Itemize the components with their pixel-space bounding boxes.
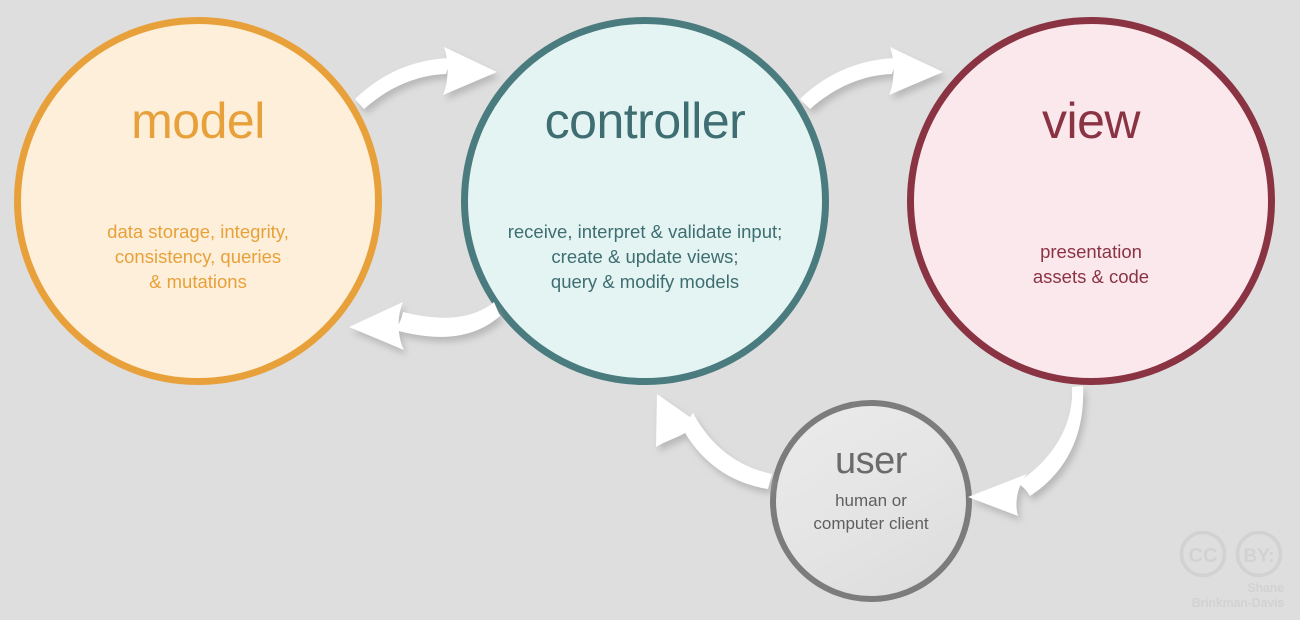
- svg-text:CC: CC: [1189, 545, 1218, 567]
- node-model-description: data storage, integrity, consistency, qu…: [107, 221, 289, 292]
- cc-badge-author-line-2: Brinkman-Davis: [1191, 595, 1285, 610]
- node-view-title: view: [1041, 93, 1141, 149]
- node-user-description: human or computer client: [813, 491, 929, 533]
- node-view-description: presentation assets & code: [1032, 241, 1150, 287]
- cc-badge-attribution: Shane Brinkman-Davis: [1191, 581, 1285, 610]
- cc-by-attribution-icon: BY:: [1235, 530, 1283, 578]
- svg-text:BY:: BY:: [1243, 546, 1274, 567]
- node-user-title: user: [835, 440, 907, 482]
- cc-badge-author-line-1: Shane: [1247, 581, 1284, 596]
- node-controller[interactable]: controller receive, interpret & validate…: [461, 17, 829, 385]
- arrow-controller-to-model: [349, 302, 500, 350]
- creative-commons-badge[interactable]: CC BY: Shane Brinkman-Davis: [1168, 529, 1284, 610]
- arrow-model-to-controller: [355, 47, 497, 109]
- arrow-controller-to-view: [800, 47, 943, 109]
- node-controller-title: controller: [544, 93, 746, 149]
- node-controller-description: receive, interpret & validate input; cre…: [507, 221, 783, 292]
- node-view[interactable]: view presentation assets & code: [907, 17, 1275, 385]
- arrow-view-to-user: [968, 386, 1084, 516]
- node-model-title: model: [131, 93, 265, 149]
- node-model[interactable]: model data storage, integrity, consisten…: [14, 17, 382, 385]
- creative-commons-icon: CC: [1179, 530, 1227, 578]
- cc-badge-marks: CC BY:: [1178, 529, 1284, 579]
- node-user[interactable]: user human or computer client: [770, 400, 972, 602]
- arrow-user-to-controller: [656, 394, 772, 489]
